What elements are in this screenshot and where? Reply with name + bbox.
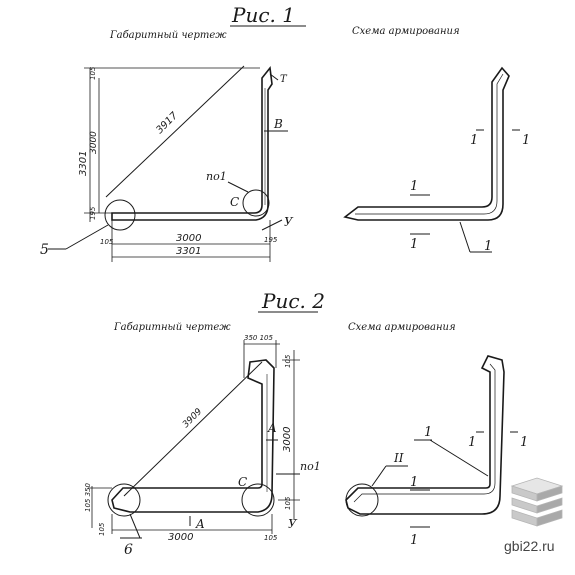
fig2-section-label-right: 1: [520, 435, 528, 450]
fig1-dim-bottom-small: 195: [89, 206, 97, 220]
fig2-detail-label-ii: II: [393, 451, 404, 465]
fig2-outline-drawing: [88, 340, 300, 539]
stacked-slabs-icon: [510, 477, 564, 527]
fig1-rebar-scheme: [343, 66, 520, 253]
figure-1: Рис. 1 Габаритный чертеж Схема армирован…: [40, 3, 530, 262]
fig1-dim-left-small: 105: [100, 238, 114, 246]
fig1-detail-circle-right: [242, 189, 270, 217]
fig2-bar-leader: [429, 439, 489, 477]
fig2-leader-6: [129, 513, 141, 539]
fig1-dim-width-inner-label: 3000: [176, 233, 201, 244]
fig2-left-caption: Габаритный чертеж: [113, 322, 231, 333]
fig1-leader-t: [269, 73, 279, 81]
fig2-dim-height-inner: 3000: [282, 427, 293, 452]
fig1-label-t: Т: [280, 74, 288, 85]
figure-2: Рис. 2 Габаритный чертеж Схема армирован…: [84, 289, 528, 558]
fig2-label-y: У: [288, 517, 298, 531]
fig2-rebar-scheme: [345, 355, 518, 528]
fig2-diagonal: [123, 361, 263, 497]
fig2-ref-6: 6: [124, 542, 133, 558]
fig2-title: Рис. 2: [261, 289, 325, 313]
fig2-section-label-top: 1: [410, 475, 418, 490]
fig1-leader-po1: [227, 181, 249, 193]
fig2-bar-label: 1: [424, 425, 432, 440]
fig1-section-label-bottom: 1: [410, 237, 418, 252]
fig1-leader-y: [261, 219, 283, 231]
fig2-dim-left-bottom: 105: [98, 522, 106, 536]
fig1-left-caption: Габаритный чертеж: [109, 30, 227, 41]
fig2-dim-right-bottom: 105: [284, 496, 292, 510]
fig2-detail-circle-right: [241, 483, 275, 517]
fig1-label-b: B: [273, 117, 283, 131]
fig2-label-a-right: A: [267, 421, 277, 435]
fig2-leader-ii: [371, 465, 387, 487]
fig1-leader-5: [65, 224, 109, 250]
fig1-section-label-top: 1: [410, 179, 418, 194]
fig2-dim-top-pair: 350 105: [244, 334, 273, 342]
fig2-dim-right-top: 105: [284, 354, 292, 368]
fig2-label-po1: по1: [300, 460, 321, 473]
site-watermark: gbi22.ru: [504, 538, 555, 554]
fig2-section-label-left: 1: [468, 435, 476, 450]
fig2-rebar-outline: [345, 355, 505, 515]
fig1-label-po1: по1: [206, 170, 227, 183]
fig2-dim-left-pair: 105 350: [84, 483, 92, 512]
fig1-outline-drawing: [48, 65, 288, 262]
fig1-dim-height-inner: 3000: [89, 131, 99, 154]
fig1-label-c: C: [230, 195, 239, 209]
fig1-diagonal: [105, 65, 245, 198]
fig1-bar-label: 1: [484, 239, 492, 254]
fig2-section-label-bottom: 1: [410, 533, 418, 548]
fig1-right-caption: Схема армирования: [352, 26, 460, 37]
fig2-detail-circle-left: [107, 483, 141, 517]
fig2-panel-outline: [111, 359, 275, 513]
fig2-label-c: C: [238, 475, 247, 489]
fig1-panel-outline: [111, 66, 273, 221]
fig1-dim-right-small: 195: [264, 236, 278, 244]
fig2-label-a-bottom: A: [195, 517, 205, 531]
fig1-label-y: У: [284, 215, 294, 229]
fig1-dim-top-small: 105: [89, 66, 97, 80]
fig1-section-label-right: 1: [522, 133, 530, 148]
fig2-dim-diagonal: 3909: [181, 407, 204, 430]
fig1-detail-circle-left: [104, 199, 136, 231]
fig2-dim-width-inner: 3000: [168, 532, 193, 543]
fig2-right-caption: Схема армирования: [348, 322, 456, 333]
fig1-title: Рис. 1: [231, 3, 295, 27]
fig2-detail-circle-ii: [345, 483, 379, 517]
fig1-section-label-left: 1: [470, 133, 478, 148]
fig1-ref-5: 5: [40, 242, 49, 258]
fig1-dim-width-total-label: 3301: [176, 246, 201, 257]
fig1-rebar-bar: [355, 73, 504, 215]
fig1-dim-height-total: 3301: [78, 151, 89, 176]
fig1-bar-leader: [459, 221, 471, 253]
fig1-rebar-outline: [343, 66, 510, 221]
fig1-dim-diagonal: 3917: [154, 110, 180, 136]
fig2-dim-right-small: 105: [264, 534, 278, 542]
fig2-rebar-bar: [353, 363, 496, 503]
